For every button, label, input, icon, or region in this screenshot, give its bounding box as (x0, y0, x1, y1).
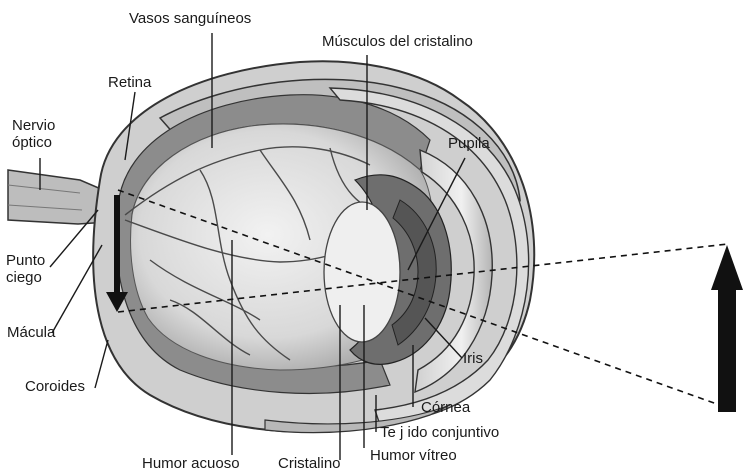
label-vasos-sanguineos: Vasos sanguíneos (129, 10, 251, 27)
label-humor-vitreo: Humor vítreo (370, 447, 457, 464)
label-macula: Mácula (7, 324, 55, 341)
label-cornea: Córnea (421, 399, 470, 416)
label-iris: Iris (463, 350, 483, 367)
label-retina: Retina (108, 74, 151, 91)
label-coroides: Coroides (25, 378, 85, 395)
lens (324, 202, 400, 342)
label-punto-ciego: Punto ciego (6, 252, 45, 286)
label-nervio-optico: Nervio óptico (12, 117, 55, 151)
object-arrow (711, 245, 743, 412)
label-pupila: Pupila (448, 135, 490, 152)
label-tejido-conjuntivo: Te j ido conjuntivo (380, 424, 499, 441)
label-humor-acuoso: Humor acuoso (142, 455, 240, 472)
label-musculos-cristalino: Músculos del cristalino (322, 33, 473, 50)
label-cristalino: Cristalino (278, 455, 341, 472)
